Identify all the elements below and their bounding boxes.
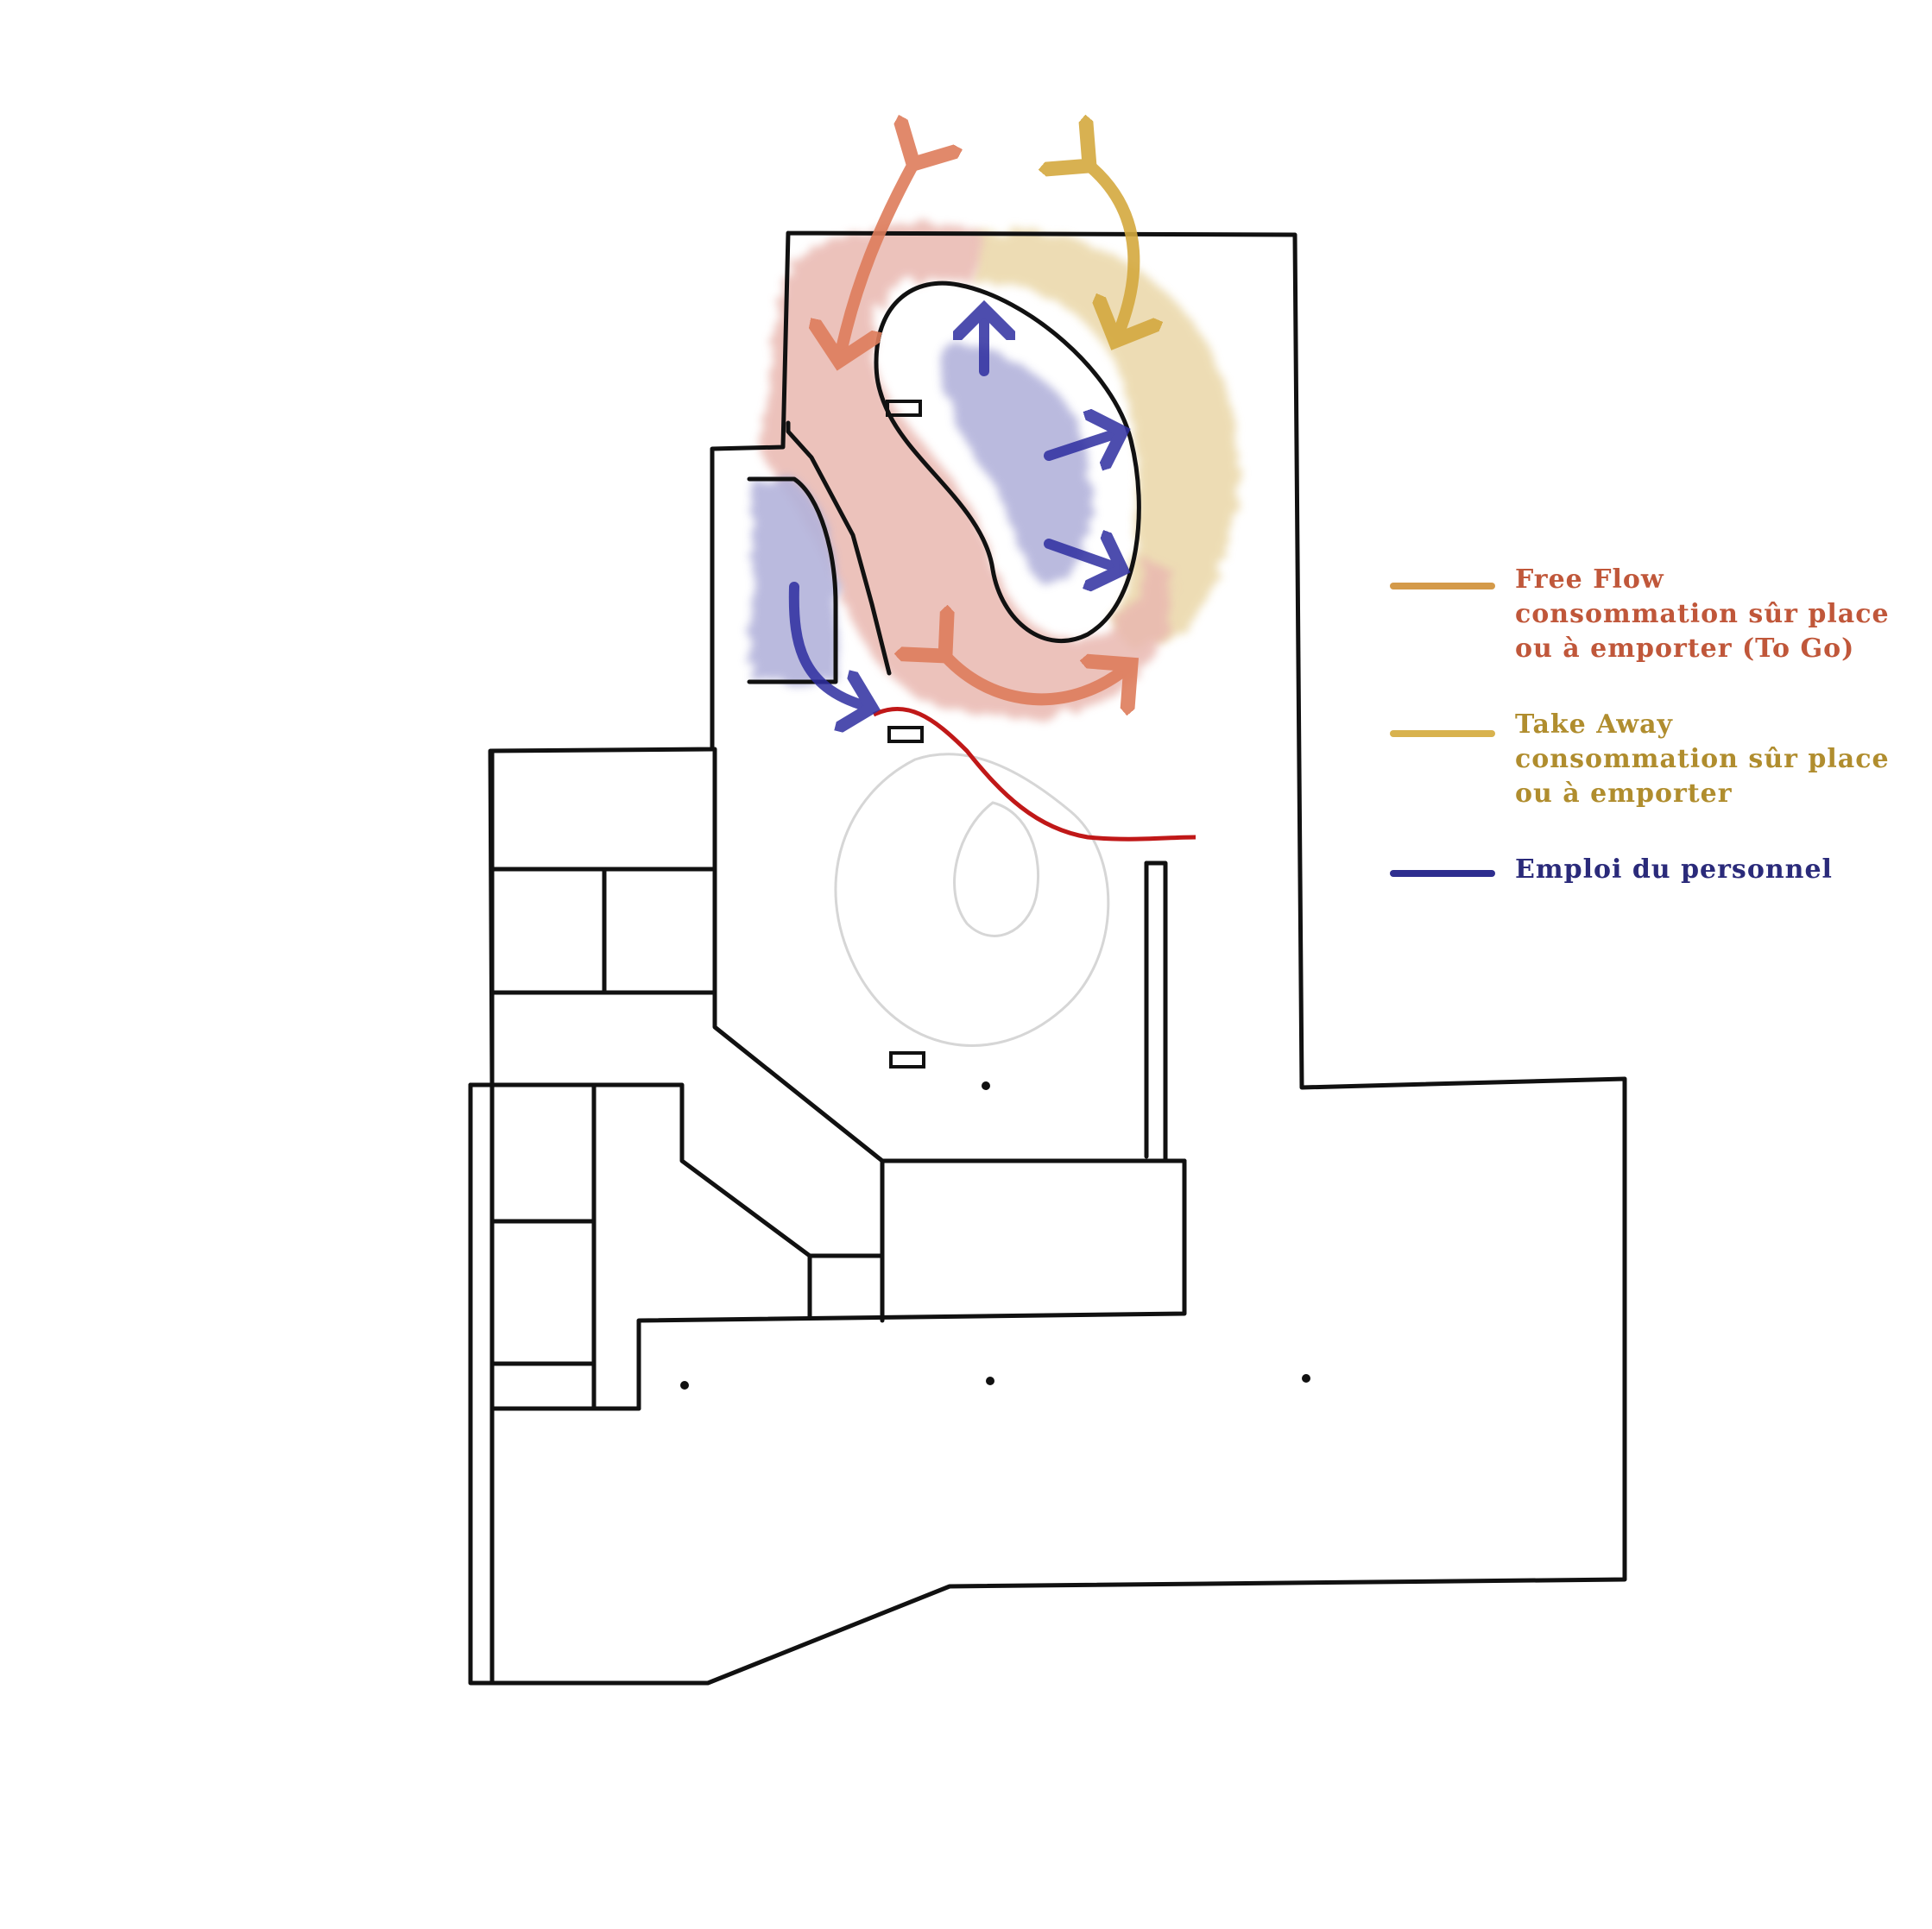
floor-plan-walls	[468, 230, 1627, 1686]
column	[982, 1081, 990, 1090]
column	[986, 1377, 994, 1385]
straight-arrow-icon	[788, 582, 872, 708]
free-flow-arrows	[839, 164, 1131, 699]
staff-zone-back	[753, 479, 837, 682]
free-flow-swatch	[1390, 583, 1495, 589]
take-away-zone	[975, 230, 1238, 647]
staff-arrows	[788, 309, 1122, 708]
staff-swatch	[1390, 870, 1495, 877]
take-away-text: Take Away consommation sûr place ou à em…	[1515, 708, 1890, 811]
take-away-arrows	[1089, 166, 1133, 341]
free-flow-desc-1: consommation sûr place	[1515, 599, 1890, 629]
double-curved-arrow-icon	[839, 164, 913, 361]
straight-arrow-icon	[1044, 544, 1122, 570]
legend-item-free-flow: Free Flow consommation sûr place ou à em…	[1381, 563, 1890, 666]
floor-plan-objects	[886, 400, 925, 1069]
staff-title: Emploi du personnel	[1515, 854, 1833, 885]
legend-item-staff: Emploi du personnel	[1381, 853, 1890, 887]
free-flow-title: Free Flow	[1515, 564, 1664, 595]
counter-mid	[887, 726, 924, 743]
staff-text: Emploi du personnel	[1515, 853, 1890, 887]
column	[680, 1381, 689, 1390]
legend-item-take-away: Take Away consommation sûr place ou à em…	[1381, 708, 1890, 811]
double-curved-arrow-icon	[1089, 166, 1133, 341]
free-flow-desc-2: ou à emporter (To Go)	[1515, 634, 1855, 664]
take-away-title: Take Away	[1515, 709, 1673, 740]
free-flow-text: Free Flow consommation sûr place ou à em…	[1515, 563, 1890, 666]
legend: Free Flow consommation sûr place ou à em…	[1381, 563, 1890, 929]
counter-top	[886, 400, 922, 417]
double-curved-arrow-icon	[945, 656, 1131, 699]
columns	[680, 1081, 1310, 1390]
column	[1302, 1374, 1310, 1383]
straight-arrow-icon	[1044, 432, 1122, 456]
staff-zone-island	[941, 344, 1091, 582]
faint-pencil-sketch	[834, 753, 1110, 1047]
counter-bottom	[889, 1051, 925, 1069]
take-away-desc-2: ou à emporter	[1515, 779, 1733, 809]
take-away-desc-1: consommation sûr place	[1515, 744, 1890, 774]
take-away-swatch	[1390, 730, 1495, 737]
